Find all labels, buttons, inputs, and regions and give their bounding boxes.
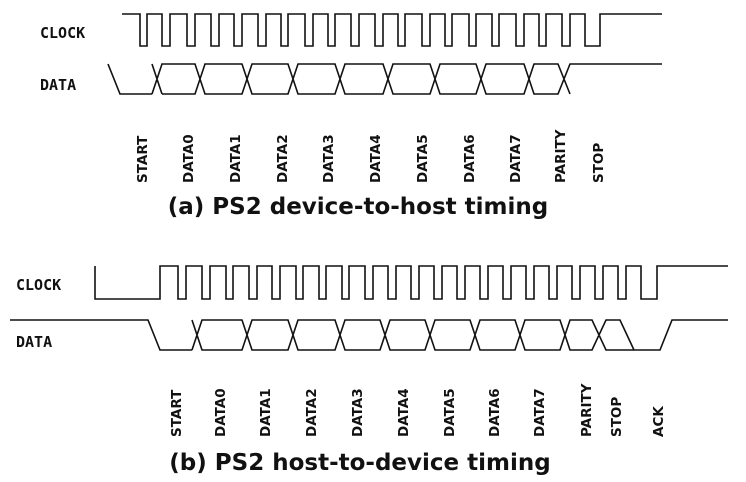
- data-signal-label-a: DATA: [40, 76, 76, 94]
- bit-label-data5-a: DATA5: [415, 134, 431, 183]
- bit-label-data7-b: DATA7: [532, 388, 548, 437]
- bit-label-data2-a: DATA2: [275, 134, 291, 183]
- bit-label-ack-b: ACK: [651, 406, 667, 437]
- bit-label-parity-a: PARITY: [553, 129, 569, 183]
- bit-label-start-a: START: [135, 135, 151, 183]
- bit-label-data0-b: DATA0: [213, 388, 229, 437]
- bit-label-data3-b: DATA3: [350, 388, 366, 437]
- bit-label-parity-b: PARITY: [579, 383, 595, 437]
- clock-waveform-b: [94, 265, 728, 300]
- clock-signal-label-a: CLOCK: [40, 24, 85, 42]
- caption-b: (b) PS2 host-to-device timing: [169, 450, 550, 476]
- diagram-device-to-host: CLOCK DATA START DATA0 DATA1 DATA2 DATA3…: [40, 13, 662, 220]
- data-signal-label-b: DATA: [16, 333, 52, 351]
- bit-label-data6-a: DATA6: [462, 134, 478, 183]
- bit-label-data0-a: DATA0: [181, 134, 197, 183]
- bit-label-stop-a: STOP: [591, 143, 607, 183]
- bit-label-data6-b: DATA6: [487, 388, 503, 437]
- bit-labels-a: START DATA0 DATA1 DATA2 DATA3 DATA4 DATA…: [135, 129, 607, 183]
- bit-label-data4-a: DATA4: [368, 134, 384, 183]
- bit-label-data1-b: DATA1: [258, 388, 274, 437]
- bit-label-start-b: START: [169, 389, 185, 437]
- bit-label-data7-a: DATA7: [508, 134, 524, 183]
- data-waveform-a: [107, 63, 662, 95]
- bit-label-stop-b: STOP: [609, 397, 625, 437]
- bit-labels-b: START DATA0 DATA1 DATA2 DATA3 DATA4 DATA…: [169, 383, 667, 437]
- bit-label-data5-b: DATA5: [442, 388, 458, 437]
- caption-a: (a) PS2 device-to-host timing: [168, 194, 548, 220]
- data-waveform-b: [10, 319, 728, 351]
- clock-waveform-a: [122, 13, 662, 47]
- bit-label-data2-b: DATA2: [304, 388, 320, 437]
- clock-signal-label-b: CLOCK: [16, 276, 61, 294]
- bit-label-data4-b: DATA4: [396, 388, 412, 437]
- bit-label-data3-a: DATA3: [321, 134, 337, 183]
- bit-label-data1-a: DATA1: [228, 134, 244, 183]
- diagram-host-to-device: CLOCK DATA START DATA0 DATA1 DATA2 DATA3…: [10, 265, 728, 476]
